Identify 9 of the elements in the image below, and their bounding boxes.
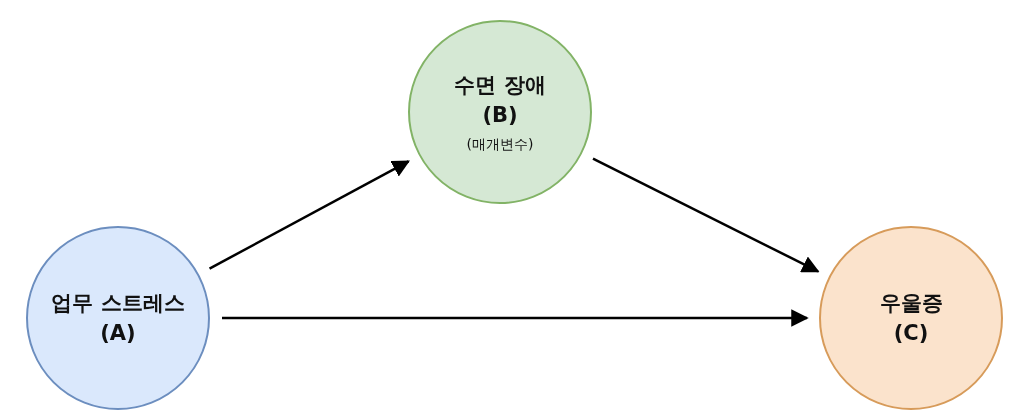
node-label: 업무 스트레스 — [51, 290, 185, 317]
arrow — [222, 309, 809, 327]
node-label: (C) — [893, 320, 929, 347]
node-label: (매개변수) — [466, 134, 534, 154]
node-label: (A) — [100, 320, 136, 347]
node-label: (B) — [482, 101, 518, 129]
node-label: 우울증 — [879, 290, 943, 317]
arrow — [592, 157, 820, 273]
node-label: 수면 장애 — [454, 71, 546, 99]
